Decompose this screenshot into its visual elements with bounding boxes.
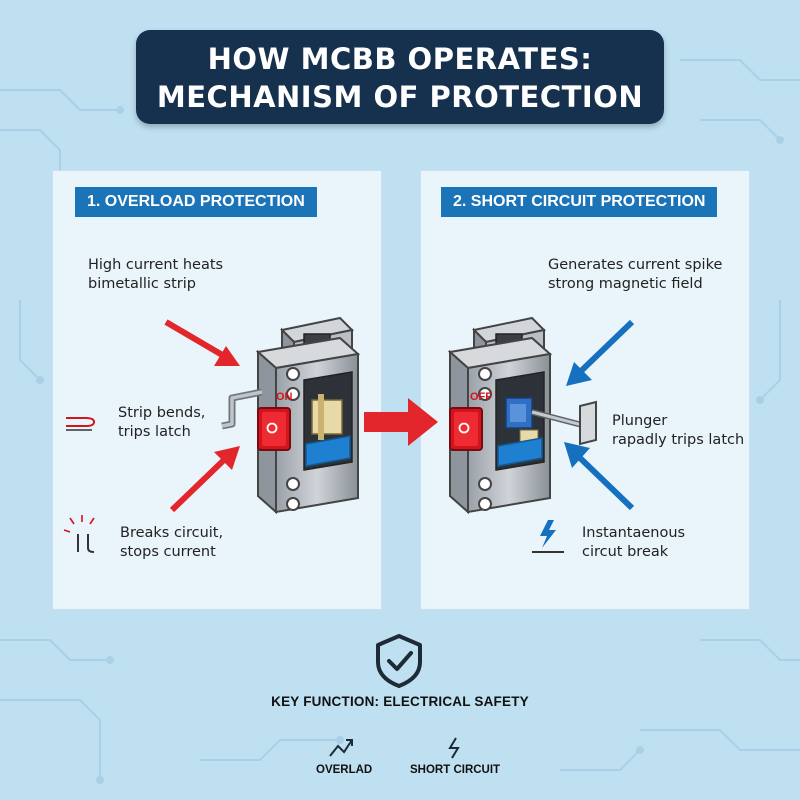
page-title: HOW MCBB OPERATES: MECHANISM OF PROTECTI… bbox=[136, 30, 664, 124]
key-function-label: KEY FUNCTION: ELECTRICAL SAFETY bbox=[271, 694, 529, 709]
legend-short-circuit: SHORT CIRCUIT bbox=[410, 764, 501, 776]
legend-overload: OVERLAD bbox=[316, 764, 373, 776]
short-cause-text: Generates current spike strong magnetic … bbox=[548, 257, 723, 292]
short-step2-text: Instantaenous circut break bbox=[582, 525, 686, 560]
overload-step2-text: Breaks circuit, stops current bbox=[120, 525, 224, 560]
overload-cause-text: High current heats bimetallic strip bbox=[88, 257, 224, 292]
title-line-1: HOW MCBB OPERATES: bbox=[207, 42, 593, 76]
overload-step1-text: Strip bends, trips latch bbox=[118, 405, 206, 440]
overload-header: 1. OVERLOAD PROTECTION bbox=[75, 187, 317, 217]
short-step1-text: Plunger rapadly trips latch bbox=[612, 413, 745, 448]
title-line-2: MECHANISM OF PROTECTION bbox=[156, 80, 644, 114]
short-circuit-header: 2. SHORT CIRCUIT PROTECTION bbox=[441, 187, 718, 217]
